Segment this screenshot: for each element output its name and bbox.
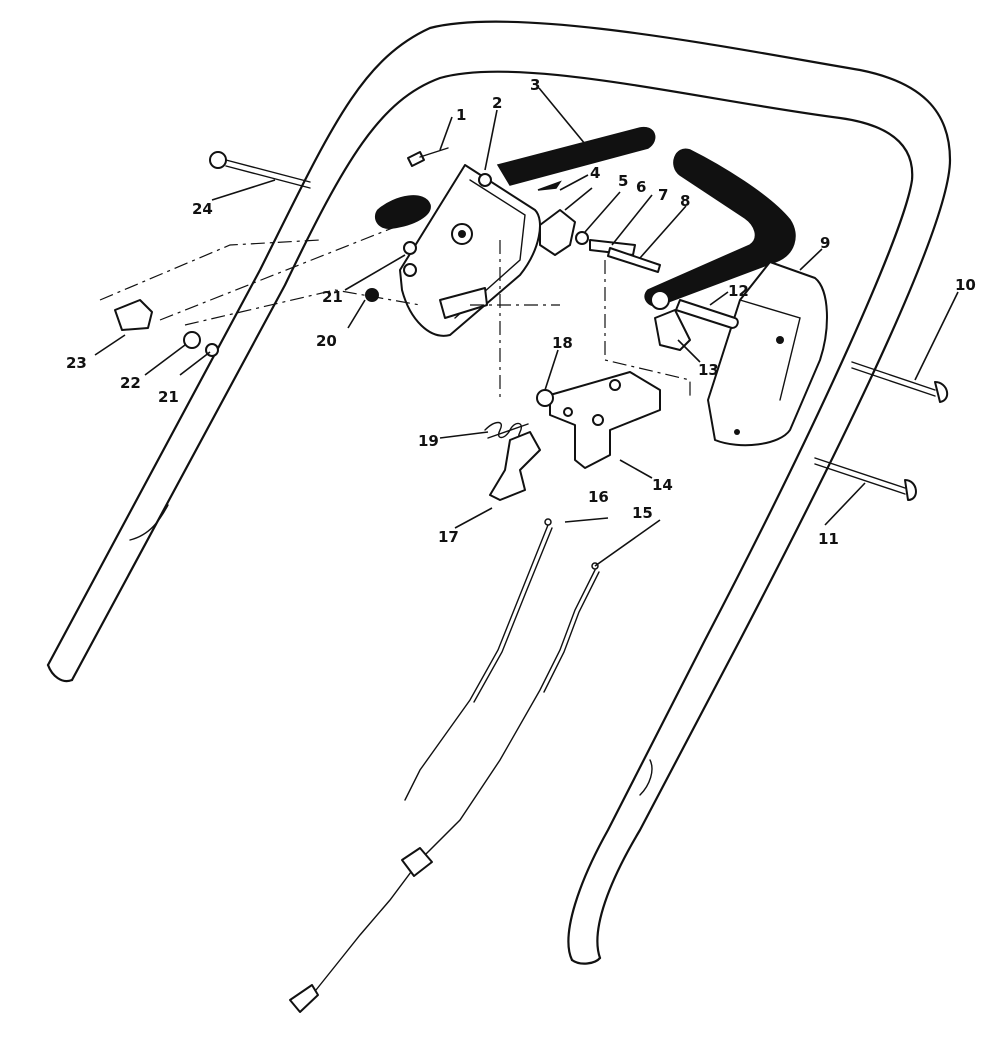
callout-6: 6 bbox=[636, 178, 646, 196]
callout-20: 20 bbox=[316, 332, 337, 350]
callout-10: 10 bbox=[955, 276, 976, 294]
callout-21-lower: 21 bbox=[158, 388, 179, 406]
callouts: 1 2 3 4 5 6 7 8 9 10 11 12 13 14 15 16 1… bbox=[66, 76, 976, 548]
callout-18: 18 bbox=[552, 334, 573, 352]
callout-14: 14 bbox=[652, 476, 673, 494]
left-control-cover bbox=[399, 164, 541, 337]
callout-24: 24 bbox=[192, 200, 213, 218]
callout-1: 1 bbox=[456, 106, 466, 124]
callout-8: 8 bbox=[680, 192, 690, 210]
handle-tube bbox=[46, 20, 952, 965]
callout-11: 11 bbox=[818, 530, 839, 548]
callout-13: 13 bbox=[698, 361, 719, 379]
control-bracket bbox=[549, 371, 661, 469]
callout-19: 19 bbox=[418, 432, 439, 450]
callout-23: 23 bbox=[66, 354, 87, 372]
callout-21-upper: 21 bbox=[322, 288, 343, 306]
callout-7: 7 bbox=[658, 186, 668, 204]
leader-lines bbox=[94, 87, 959, 567]
control-cables bbox=[289, 518, 600, 1013]
control-bail bbox=[374, 126, 796, 310]
small-parts bbox=[114, 147, 949, 501]
callout-15: 15 bbox=[632, 504, 653, 522]
callout-12: 12 bbox=[728, 282, 749, 300]
callout-3: 3 bbox=[530, 76, 540, 94]
callout-17: 17 bbox=[438, 528, 459, 546]
callout-4: 4 bbox=[590, 164, 600, 182]
right-control-cover bbox=[707, 261, 828, 447]
callout-2: 2 bbox=[492, 94, 502, 112]
alignment-lines bbox=[99, 224, 691, 400]
callout-9: 9 bbox=[820, 234, 830, 252]
callout-16: 16 bbox=[588, 488, 609, 506]
callout-5: 5 bbox=[618, 172, 628, 190]
callout-22: 22 bbox=[120, 374, 141, 392]
